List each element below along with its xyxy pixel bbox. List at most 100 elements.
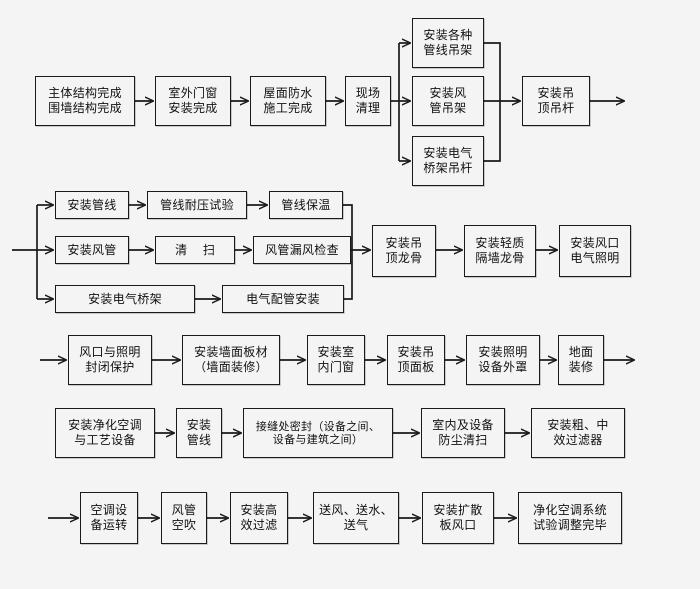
flow-node-label: 接缝处密封（设备之间、 [255,419,381,433]
flow-node-n35[interactable]: 安装扩散板风口 [422,492,494,544]
flow-node-n15[interactable]: 安装电气桥架 [55,285,195,313]
flow-node-label: 空调设 [90,503,128,518]
flow-node-label: 安装 [186,418,212,433]
flow-node-label: 主体结构完成 [48,86,122,101]
flow-node-label: 设备与建筑之间） [272,433,364,446]
flow-node-label: 安装吊 [385,236,423,251]
flow-node-n12[interactable]: 安装风管 [55,236,129,264]
flow-node-n2[interactable]: 室外门窗安装完成 [155,76,231,126]
flow-node-label: （墙面装修） [194,360,268,374]
flow-node-label: 内门窗 [317,360,355,374]
flow-node-label: 安装风口 [570,236,620,251]
flow-node-label: 安装室 [317,345,355,360]
flow-node-label: 防尘清扫 [438,433,488,447]
flow-node-label: 安装粗、中 [547,418,609,433]
flow-node-label: 空吹 [171,518,197,532]
flow-node-label: 室内及设备 [432,418,494,433]
flow-node-n25[interactable]: 地面装修 [558,335,604,385]
flow-node-n20[interactable]: 风口与照明封闭保护 [68,335,152,385]
flow-node-label: 安装吊 [397,345,435,360]
flow-node-n17[interactable]: 安装吊顶龙骨 [372,225,436,277]
flow-node-label: 顶吊杆 [537,101,575,115]
flow-node-n6[interactable]: 安装风管吊架 [412,76,484,126]
flow-node-label: 安装风管 [67,242,117,257]
flow-node-label: 管线 [186,433,212,447]
flow-node-label: 送风、送水、 [319,503,393,518]
flow-node-label: 试验调整完毕 [533,518,607,532]
flow-node-label: 安装净化空调 [68,418,142,433]
flow-node-n16[interactable]: 电气配管安装 [222,285,344,313]
flow-node-label: 施工完成 [263,101,313,115]
flow-node-label: 安装电气桥架 [88,291,162,306]
flow-node-n8[interactable]: 安装吊顶吊杆 [522,76,590,126]
flow-node-n36[interactable]: 净化空调系统试验调整完毕 [518,492,622,544]
flow-node-label: 安装管线 [67,197,117,212]
flow-node-label: 清 扫 [175,242,221,257]
flow-node-n27[interactable]: 安装管线 [176,408,222,458]
flow-node-label: 安装吊 [537,86,575,101]
flow-node-n7[interactable]: 安装电气桥架吊杆 [412,136,484,186]
flow-node-label: 管线耐压试验 [160,197,234,212]
flow-node-label: 电气配管安装 [246,291,320,306]
flow-node-n4[interactable]: 现场清理 [345,76,391,126]
flow-node-label: 围墙结构完成 [48,101,122,115]
flow-node-n19[interactable]: 安装风口电气照明 [559,225,631,277]
flow-node-label: 现场 [355,86,381,101]
flow-node-n10[interactable]: 管线耐压试验 [147,191,247,219]
flow-node-label: 与工艺设备 [74,433,136,447]
flow-node-label: 清理 [355,101,381,115]
flow-node-n1[interactable]: 主体结构完成围墙结构完成 [35,76,135,126]
flow-node-n9[interactable]: 安装管线 [55,191,129,219]
flow-node-n26[interactable]: 安装净化空调与工艺设备 [55,408,155,458]
wire-fanin-bus [484,42,501,162]
flow-node-label: 安装扩散 [433,503,483,518]
flow-node-label: 安装各种 [423,28,473,43]
flow-node-label: 管线保温 [281,197,331,212]
flow-node-label: 装修 [568,360,594,374]
flow-node-label: 净化空调系统 [533,503,607,518]
flow-node-n31[interactable]: 空调设备运转 [80,492,138,544]
flow-node-label: 室外门窗 [168,86,218,101]
flow-node-n30[interactable]: 安装粗、中效过滤器 [531,408,625,458]
flow-node-label: 隔墙龙骨 [475,251,525,265]
flow-node-label: 电气照明 [570,251,620,265]
flow-node-n33[interactable]: 安装高效过滤 [230,492,288,544]
flow-node-label: 效过滤器 [553,433,603,447]
flow-node-label: 地面 [568,345,594,360]
flow-node-label: 管线吊架 [423,43,473,57]
flow-node-label: 风管漏风检查 [265,242,339,257]
flow-node-label: 安装照明 [478,345,528,360]
flow-node-n22[interactable]: 安装室内门窗 [307,335,365,385]
flow-node-label: 桥架吊杆 [423,161,473,175]
flow-node-label: 顶龙骨 [385,251,423,265]
flow-node-label: 板风口 [439,518,477,532]
flow-node-label: 安装高 [240,503,278,518]
flow-node-n5[interactable]: 安装各种管线吊架 [412,18,484,68]
flow-node-label: 效过滤 [240,518,278,532]
flow-node-label: 安装完成 [168,101,218,115]
flow-node-label: 备运转 [90,518,128,532]
flow-node-label: 风口与照明 [79,345,141,360]
flow-node-n29[interactable]: 室内及设备防尘清扫 [421,408,505,458]
flow-node-label: 安装轻质 [475,236,525,251]
flow-node-label: 风管 [171,503,197,518]
flow-node-label: 安装电气 [423,146,473,161]
flow-node-n23[interactable]: 安装吊顶面板 [387,335,445,385]
flow-node-n34[interactable]: 送风、送水、送气 [313,492,399,544]
flow-node-label: 设备外罩 [478,360,528,374]
flow-node-n3[interactable]: 屋面防水施工完成 [250,76,326,126]
flow-node-label: 管吊架 [429,101,467,115]
flow-node-label: 安装墙面板材 [194,345,268,360]
flow-node-n18[interactable]: 安装轻质隔墙龙骨 [464,225,536,277]
flow-node-n28[interactable]: 接缝处密封（设备之间、设备与建筑之间） [243,408,393,458]
flow-node-label: 屋面防水 [263,86,313,101]
flow-node-n11[interactable]: 管线保温 [269,191,343,219]
flow-node-n13[interactable]: 清 扫 [155,236,235,264]
flow-node-label: 安装风 [429,86,467,101]
flow-node-n32[interactable]: 风管空吹 [161,492,207,544]
flow-node-n21[interactable]: 安装墙面板材（墙面装修） [182,335,280,385]
flow-node-n14[interactable]: 风管漏风检查 [253,236,351,264]
flow-node-n24[interactable]: 安装照明设备外罩 [466,335,540,385]
flow-node-label: 顶面板 [397,360,435,374]
